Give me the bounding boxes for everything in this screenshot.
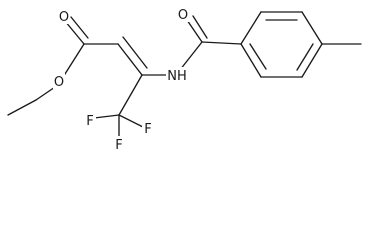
ester-carbonyl-oxygen-label: O xyxy=(59,10,69,25)
bond-calpha-cbeta-double xyxy=(122,36,148,69)
bond-lines xyxy=(7,11,362,139)
amide-nitrogen-label: NH xyxy=(167,69,187,84)
bond-cester-ocarbonyl xyxy=(64,20,85,45)
bond-ring-6-1 xyxy=(240,43,262,78)
bond-ccf3-f-left xyxy=(93,114,120,119)
bond-cester-ocarbonyl-double xyxy=(70,16,89,39)
fluorine-top-right-label: F xyxy=(144,122,151,137)
bond-ring-inner-c xyxy=(249,43,267,70)
fluorine-bottom-label: F xyxy=(115,138,122,153)
bond-calpha-cbeta xyxy=(117,43,143,76)
bond-ring-1-2 xyxy=(240,11,262,45)
bond-ring-inner-b xyxy=(296,43,314,71)
bond-ch3-ch2 xyxy=(7,99,37,116)
bond-camide-oamide xyxy=(186,19,203,43)
ester-ether-oxygen-label: O xyxy=(54,75,64,90)
bond-camide-oamide-double xyxy=(192,15,208,39)
bond-camide-ring xyxy=(201,41,242,45)
atom-labels: O O NH O F F F xyxy=(53,6,189,153)
bond-ccf3-f-right xyxy=(118,114,144,128)
bond-cbeta-ccf3 xyxy=(118,74,143,116)
chemical-structure-diagram: O O NH O F F F xyxy=(7,6,362,153)
amide-carbonyl-oxygen-label: O xyxy=(178,8,188,23)
bond-ring-4-5 xyxy=(301,43,323,78)
fluorine-top-left-label: F xyxy=(86,114,93,129)
bond-ring-3-4 xyxy=(301,11,323,45)
